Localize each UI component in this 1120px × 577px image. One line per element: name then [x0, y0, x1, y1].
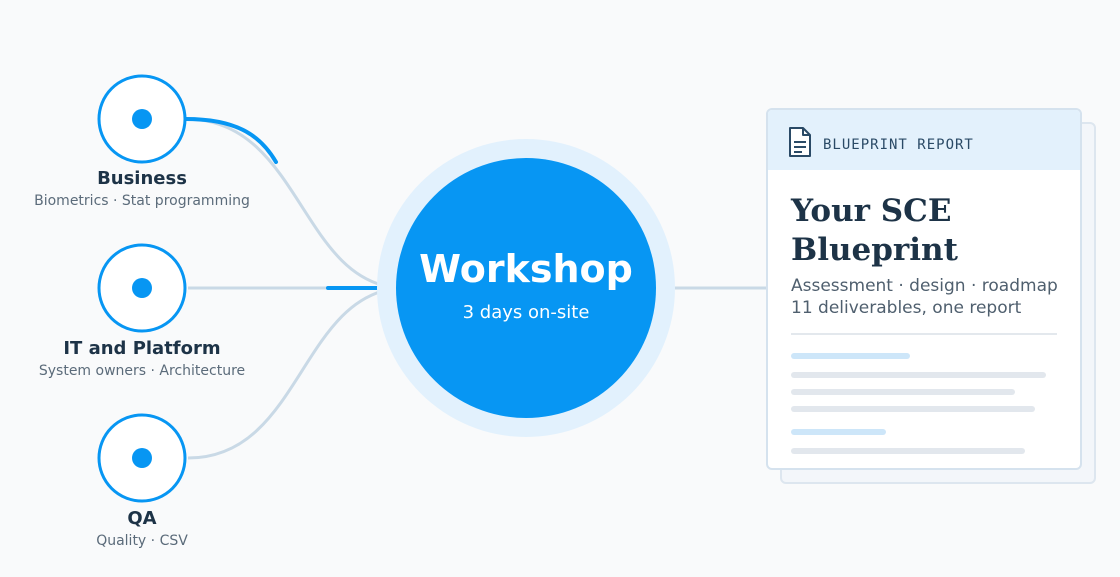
placeholder-bar	[791, 353, 910, 359]
node-dot	[132, 109, 152, 129]
report-card-header: BLUEPRINT REPORT	[768, 110, 1080, 170]
connector-qa	[187, 286, 399, 460]
placeholder-bar	[791, 389, 1015, 395]
connector-business	[185, 117, 399, 290]
report-deliverables-line: 11 deliverables, one report	[791, 298, 1022, 318]
placeholder-bar	[791, 448, 1025, 454]
placeholder-bar	[791, 406, 1035, 412]
placeholder-bar	[791, 429, 886, 435]
hub-title: Workshop	[419, 247, 633, 291]
stakeholder-subtitle: Biometrics · Stat programming	[34, 193, 250, 209]
hub-circle	[396, 158, 656, 418]
stakeholder-title: IT and Platform	[63, 338, 221, 359]
stakeholder-business-label: Business Biometrics · Stat programming	[2, 168, 282, 211]
report-divider	[791, 333, 1057, 335]
report-summary-line: Assessment · design · roadmap	[791, 276, 1058, 296]
node-it-platform	[97, 243, 187, 333]
document-icon	[789, 127, 811, 157]
stakeholder-subtitle: Quality · CSV	[96, 533, 188, 549]
stakeholder-subtitle: System owners · Architecture	[38, 363, 246, 379]
node-dot	[132, 448, 152, 468]
report-card: BLUEPRINT REPORT Your SCE Blueprint Asse…	[766, 108, 1082, 470]
node-qa	[97, 413, 187, 503]
stakeholder-qa-label: QA Quality · CSV	[2, 508, 282, 551]
connector-business-accent	[184, 117, 278, 164]
stakeholder-title: Business	[97, 168, 187, 189]
stakeholder-it-label: IT and Platform System owners · Architec…	[2, 338, 282, 381]
placeholder-bar	[791, 372, 1046, 378]
node-business	[97, 74, 187, 164]
node-dot	[132, 278, 152, 298]
hub-subtitle: 3 days on-site	[462, 302, 590, 323]
report-header-label: BLUEPRINT REPORT	[823, 137, 974, 153]
stakeholder-title: QA	[127, 508, 157, 529]
report-title: Your SCE Blueprint	[791, 193, 958, 268]
